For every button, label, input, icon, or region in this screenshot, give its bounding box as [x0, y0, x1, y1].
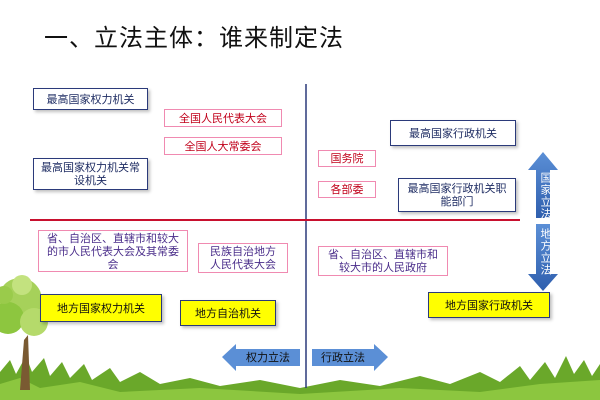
autonomous-congress-box: 民族自治地方人民代表大会: [198, 243, 288, 273]
npc-box: 全国人民代表大会: [164, 109, 282, 127]
national-legislation-arrow: [528, 152, 558, 218]
national-legislation-label: 国家立法: [539, 172, 552, 220]
local-autonomous-box: 地方自治机关: [180, 300, 276, 326]
local-legislation-label: 地方立法: [539, 228, 552, 276]
tree-decoration: [0, 275, 48, 390]
local-admin-box: 地方国家行政机关: [428, 292, 550, 318]
grass-decoration: [0, 356, 600, 400]
supreme-power-standing-box: 最高国家权力机关常设机关: [33, 158, 148, 190]
provincial-congress-box: 省、自治区、直辖市和较大的市人民代表大会及其常委会: [38, 230, 188, 272]
npc-standing-box: 全国人大常委会: [164, 137, 282, 155]
power-legislation-arrow: [222, 344, 300, 371]
local-legislation-arrow: [528, 224, 558, 291]
admin-legislation-label: 行政立法: [321, 351, 365, 364]
ministries-box: 各部委: [318, 181, 376, 198]
local-power-box: 地方国家权力机关: [40, 294, 162, 322]
power-legislation-label: 权力立法: [246, 351, 290, 364]
provincial-gov-box: 省、自治区、直辖市和较大市的人民政府: [318, 246, 448, 276]
page-title: 一、立法主体：谁来制定法: [44, 24, 344, 52]
supreme-admin-depts-box: 最高国家行政机关职能部门: [398, 178, 516, 212]
supreme-admin-box: 最高国家行政机关: [390, 120, 516, 146]
admin-legislation-arrow: [312, 344, 388, 371]
supreme-power-box: 最高国家权力机关: [33, 88, 148, 110]
state-council-box: 国务院: [318, 150, 376, 167]
